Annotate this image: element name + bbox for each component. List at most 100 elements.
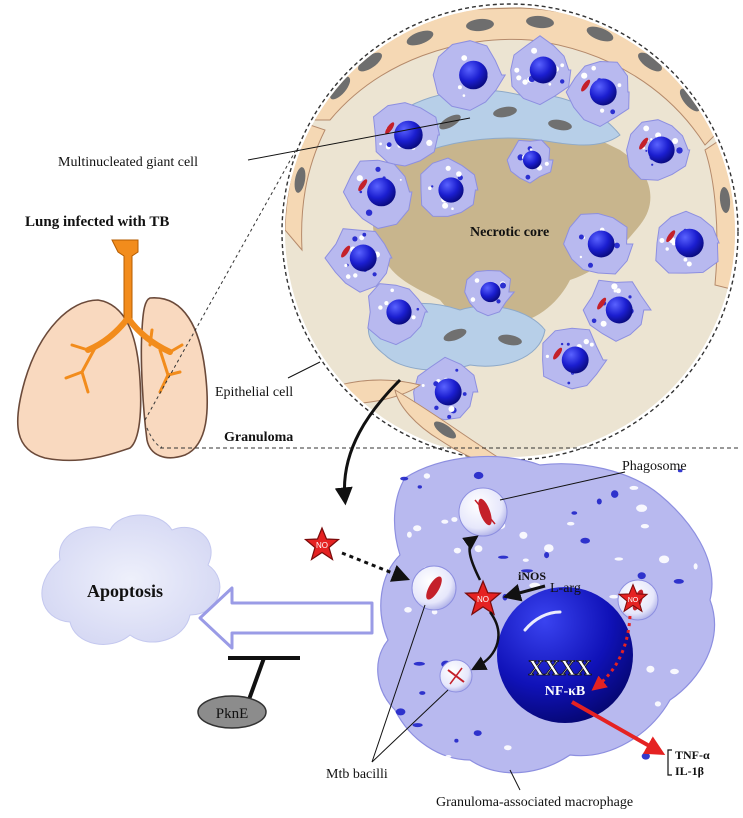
vesicle [522,558,529,562]
vesicle [451,517,458,522]
vesicle [629,485,639,490]
zoom-line-upper [144,149,297,421]
vesicle [544,544,554,553]
vesicle [412,723,423,728]
svg-text:NO: NO [477,595,489,604]
granuloma-macrophage [510,35,572,106]
vesicle [567,521,575,526]
vesicle [686,512,696,518]
vesicle [544,552,550,559]
granuloma-macrophage [372,102,441,167]
vesicle [413,661,425,666]
vesicle [611,490,619,498]
vesicle [673,579,684,584]
nfkb-label: NF-κB [545,684,585,699]
phagosome-top [458,487,508,537]
apoptosis-cloud [41,514,221,645]
vesicle [614,557,624,561]
vesicle [659,555,670,564]
granuloma-macrophage [626,119,691,181]
vesicle [498,555,509,559]
arrow-star-to-top-phagosome [462,535,482,581]
giant-cell-pointer [247,117,471,161]
granuloma-site-marker [146,427,163,448]
granuloma-macrophage [506,139,554,184]
epithelial-cell-pointer [287,361,321,379]
macrophage-label: Granuloma-associated macrophage [436,795,633,810]
epithelial-cell-label: Epithelial cell [215,385,293,400]
vesicle [395,708,406,716]
granuloma-macrophage [542,327,608,390]
phagosome-pointer [499,471,626,501]
vesicle [413,525,422,532]
tnf-label: TNF-α [675,748,710,762]
vesicle [654,701,662,707]
vesicle [404,607,412,613]
phagosome-left [411,565,457,611]
vesicle [571,511,578,515]
vesicle [454,738,459,743]
vesicle [641,752,650,760]
vesicle [453,547,461,554]
vesicle [609,594,619,599]
no-diffusion-arrow [341,551,411,582]
vesicle [504,745,512,751]
vesicle [687,713,695,722]
cytokine-bracket [667,749,672,776]
necrotic-core-label: Necrotic core [470,225,549,240]
larg-label: L-arg [550,581,581,596]
vesicle [637,572,646,580]
vesicle [417,485,422,489]
xxxx-label: XXXX [528,655,592,680]
no-star-outside: NO [304,527,340,561]
vesicle [640,524,650,529]
granuloma-macrophage [413,356,479,421]
granuloma-macrophage [565,60,630,128]
lung-title: Lung infected with TB [25,214,169,230]
pkne-node: PknE [197,695,267,729]
macrophage-pointer [509,769,521,791]
bronchioles [64,328,184,394]
no-star-right: NO [618,584,648,612]
svg-text:NO: NO [628,597,639,604]
vesicle [445,755,452,758]
vesicle [407,531,412,538]
vesicle [693,563,698,570]
lung-illustration [16,239,209,462]
il1b-label: IL-1β [675,764,704,778]
vesicle [636,504,648,512]
apoptosis-label: Apoptosis [87,581,163,601]
granuloma-macrophage [432,40,507,111]
mtb-pointer-1 [371,604,426,763]
granuloma-macrophage [464,269,516,317]
granuloma-macrophage [367,283,429,346]
vesicle [691,683,701,690]
granuloma [285,7,735,457]
vesicle [677,469,683,473]
vesicle [431,609,438,615]
vesicle [419,691,426,695]
arrow-larg-to-no [502,584,546,602]
granuloma-label: Granuloma [224,430,293,445]
vesicle [670,668,679,675]
vesicle [474,545,483,553]
vesicle [674,743,687,752]
arrow-granuloma-to-macrophage [334,378,402,506]
vesicle [580,537,590,544]
mtb-bacilli-label: Mtb bacilli [326,767,388,782]
granuloma-macrophage [582,279,652,342]
svg-text:PknE: PknE [216,706,249,722]
granuloma-macrophage [420,157,479,217]
arrow-star-to-bottom-phagosome [471,611,500,671]
granuloma-macrophage [324,228,393,293]
bronchi [85,315,173,355]
right-lung [140,297,209,459]
hollow-arrow-to-apoptosis [198,586,374,650]
red-dotted-arrow [591,615,632,691]
granuloma-macrophage [563,212,634,275]
mtb-pointer-2 [371,689,449,763]
red-arrow-cytokines [571,700,666,755]
inos-label: iNOS [518,569,546,583]
granuloma-macrophages [324,35,720,421]
